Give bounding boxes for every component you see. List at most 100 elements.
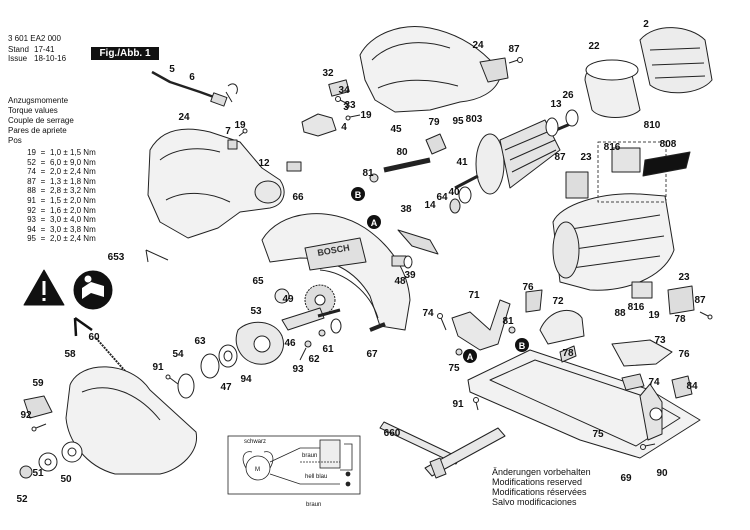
torque-row: 52=6,0 ± 9,0 Nm	[10, 158, 96, 168]
part-label-40: 40	[448, 187, 460, 198]
torque-eq: =	[40, 167, 46, 177]
part-label-88: 88	[614, 308, 626, 319]
marker-a-1: A	[367, 215, 381, 229]
figure-label: Fig./Abb. 1	[91, 47, 159, 60]
part-label-22: 22	[588, 41, 600, 52]
torque-row: 74=2,0 ± 2,4 Nm	[10, 167, 96, 177]
torque-title-de: Anzugsmomente	[8, 96, 69, 105]
part-label-94: 94	[240, 374, 252, 385]
torque-eq: =	[40, 186, 46, 196]
part-label-24: 24	[472, 40, 484, 51]
part-label-24: 24	[178, 112, 190, 123]
part-label-38: 38	[400, 204, 412, 215]
torque-pos: 19	[27, 148, 36, 157]
torque-eq: =	[40, 215, 46, 225]
part-label-87: 87	[508, 44, 520, 55]
part-label-50: 50	[60, 474, 72, 485]
torque-eq: =	[40, 205, 46, 215]
part-label-64: 64	[436, 192, 448, 203]
torque-eq: =	[40, 148, 46, 157]
torque-row: 87=1,3 ± 1,8 Nm	[10, 177, 96, 187]
wire-label-braun-2: braun	[306, 502, 321, 508]
part-label-76: 76	[522, 282, 534, 293]
part-label-19: 19	[234, 120, 246, 131]
note-en: Modifications reserved	[492, 477, 583, 487]
warning-icon	[23, 269, 65, 306]
torque-pos: 93	[27, 215, 36, 225]
part-label-78: 78	[674, 314, 686, 325]
part-label-45: 45	[390, 124, 402, 135]
part-label-12: 12	[258, 158, 270, 169]
issue-value: 18-10-16	[34, 54, 67, 63]
torque-title-en: Torque values	[8, 106, 58, 115]
part-label-74: 74	[648, 377, 660, 388]
marker-b-2: B	[515, 338, 529, 352]
part-label-47: 47	[220, 382, 232, 393]
torque-pos: 52	[27, 157, 36, 167]
part-label-81: 81	[362, 168, 374, 179]
notes-block: Änderungen vorbehalten Modifications res…	[492, 467, 591, 507]
part-label-67: 67	[366, 349, 378, 360]
part-label-54: 54	[172, 349, 184, 360]
torque-row: 92=1,6 ± 2,0 Nm	[10, 206, 96, 216]
torque-value: 2,0 ± 2,4 Nm	[50, 167, 96, 177]
torque-title-pos: Pos	[8, 136, 22, 145]
torque-row: 91=1,5 ± 2,0 Nm	[10, 196, 96, 206]
part-label-33: 33	[344, 100, 356, 111]
part-label-5: 5	[169, 64, 175, 75]
part-label-69: 69	[620, 473, 632, 484]
part-label-63: 63	[194, 336, 206, 347]
part-label-91: 91	[452, 399, 464, 410]
part-label-48: 48	[394, 276, 406, 287]
part-label-58: 58	[64, 349, 76, 360]
part-number: 3 601 EA2 000	[8, 34, 61, 43]
part-label-34: 34	[338, 85, 350, 96]
torque-pos: 92	[27, 205, 36, 215]
torque-value: 6,0 ± 9,0 Nm	[50, 157, 96, 167]
torque-eq: =	[40, 224, 46, 234]
note-fr: Modifications réservées	[492, 487, 587, 497]
part-label-60: 60	[88, 332, 100, 343]
torque-pos: 87	[27, 176, 36, 186]
part-label-53: 53	[250, 306, 262, 317]
part-label-46: 46	[284, 338, 296, 349]
part-label-7: 7	[225, 126, 231, 137]
part-label-93: 93	[292, 364, 304, 375]
issue-label: Issue	[8, 54, 28, 63]
part-label-87: 87	[554, 152, 566, 163]
torque-eq: =	[40, 196, 46, 205]
stand-label: Stand	[8, 45, 29, 54]
part-label-810: 810	[644, 120, 661, 131]
part-label-75: 75	[448, 363, 460, 374]
part-label-91: 91	[152, 362, 164, 373]
part-label-2: 2	[643, 19, 649, 30]
svg-text:B: B	[519, 341, 526, 351]
torque-row: 94=3,0 ± 3,8 Nm	[10, 225, 96, 235]
wire-label-hellblau: hell blau	[305, 474, 327, 480]
part-label-92: 92	[20, 410, 32, 421]
torque-row: 93=3,0 ± 4,0 Nm	[10, 215, 96, 225]
part-label-66: 66	[292, 192, 304, 203]
svg-text:A: A	[371, 218, 378, 228]
part-label-19: 19	[360, 110, 372, 121]
part-label-816: 816	[604, 142, 621, 153]
part-label-808: 808	[660, 139, 677, 150]
part-label-73: 73	[654, 335, 666, 346]
part-label-80: 80	[396, 147, 408, 158]
part-label-75: 75	[592, 429, 604, 440]
part-label-6: 6	[189, 72, 195, 83]
torque-value: 1,3 ± 1,8 Nm	[50, 176, 96, 186]
torque-title-es: Pares de apriete	[8, 126, 67, 135]
torque-value: 3,0 ± 3,8 Nm	[50, 224, 96, 234]
torque-value: 1,5 ± 2,0 Nm	[50, 196, 96, 205]
torque-title-fr: Couple de serrage	[8, 116, 74, 125]
stand-value: 17-41	[34, 45, 55, 54]
part-label-653: 653	[108, 252, 125, 263]
marker-a-2: A	[463, 349, 477, 363]
part-label-78: 78	[562, 348, 574, 359]
part-label-32: 32	[322, 68, 334, 79]
torque-value: 2,0 ± 2,4 Nm	[50, 234, 96, 244]
part-label-23: 23	[580, 152, 592, 163]
